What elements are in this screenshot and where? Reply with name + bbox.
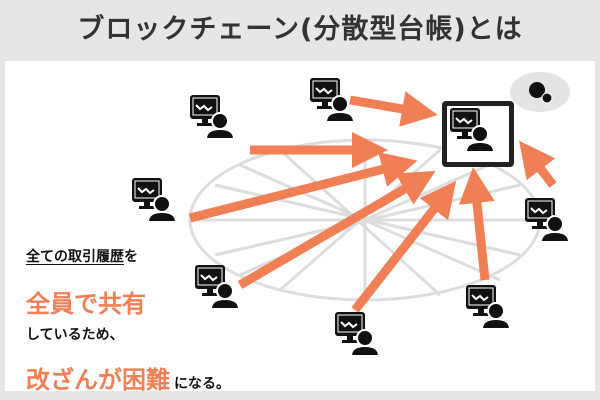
arrow (237, 170, 436, 289)
user-computer-icon (189, 94, 235, 140)
user-computer-icon (131, 177, 177, 223)
user-computer-icon (334, 311, 380, 357)
caption-line4: 改ざんが困難になる。 (26, 366, 230, 394)
user-computer-icon (309, 77, 355, 123)
arrow (349, 91, 438, 127)
arrow (351, 180, 457, 313)
arrows (188, 91, 557, 313)
user-computer-icon (524, 197, 570, 243)
caption-line3: しているため、 (26, 327, 124, 343)
page-title: ブロックチェーン(分散型台帳)とは (77, 14, 523, 45)
arrow (188, 151, 418, 223)
arrow (458, 167, 495, 281)
user-computer-icon (465, 284, 511, 330)
central-ledger-icon (442, 101, 514, 167)
arrow (519, 140, 557, 188)
money-bag-yen-icon (510, 72, 570, 112)
caption-line2: 全員で共有 (26, 290, 146, 318)
caption-line1: 全ての取引履歴を (26, 249, 138, 265)
